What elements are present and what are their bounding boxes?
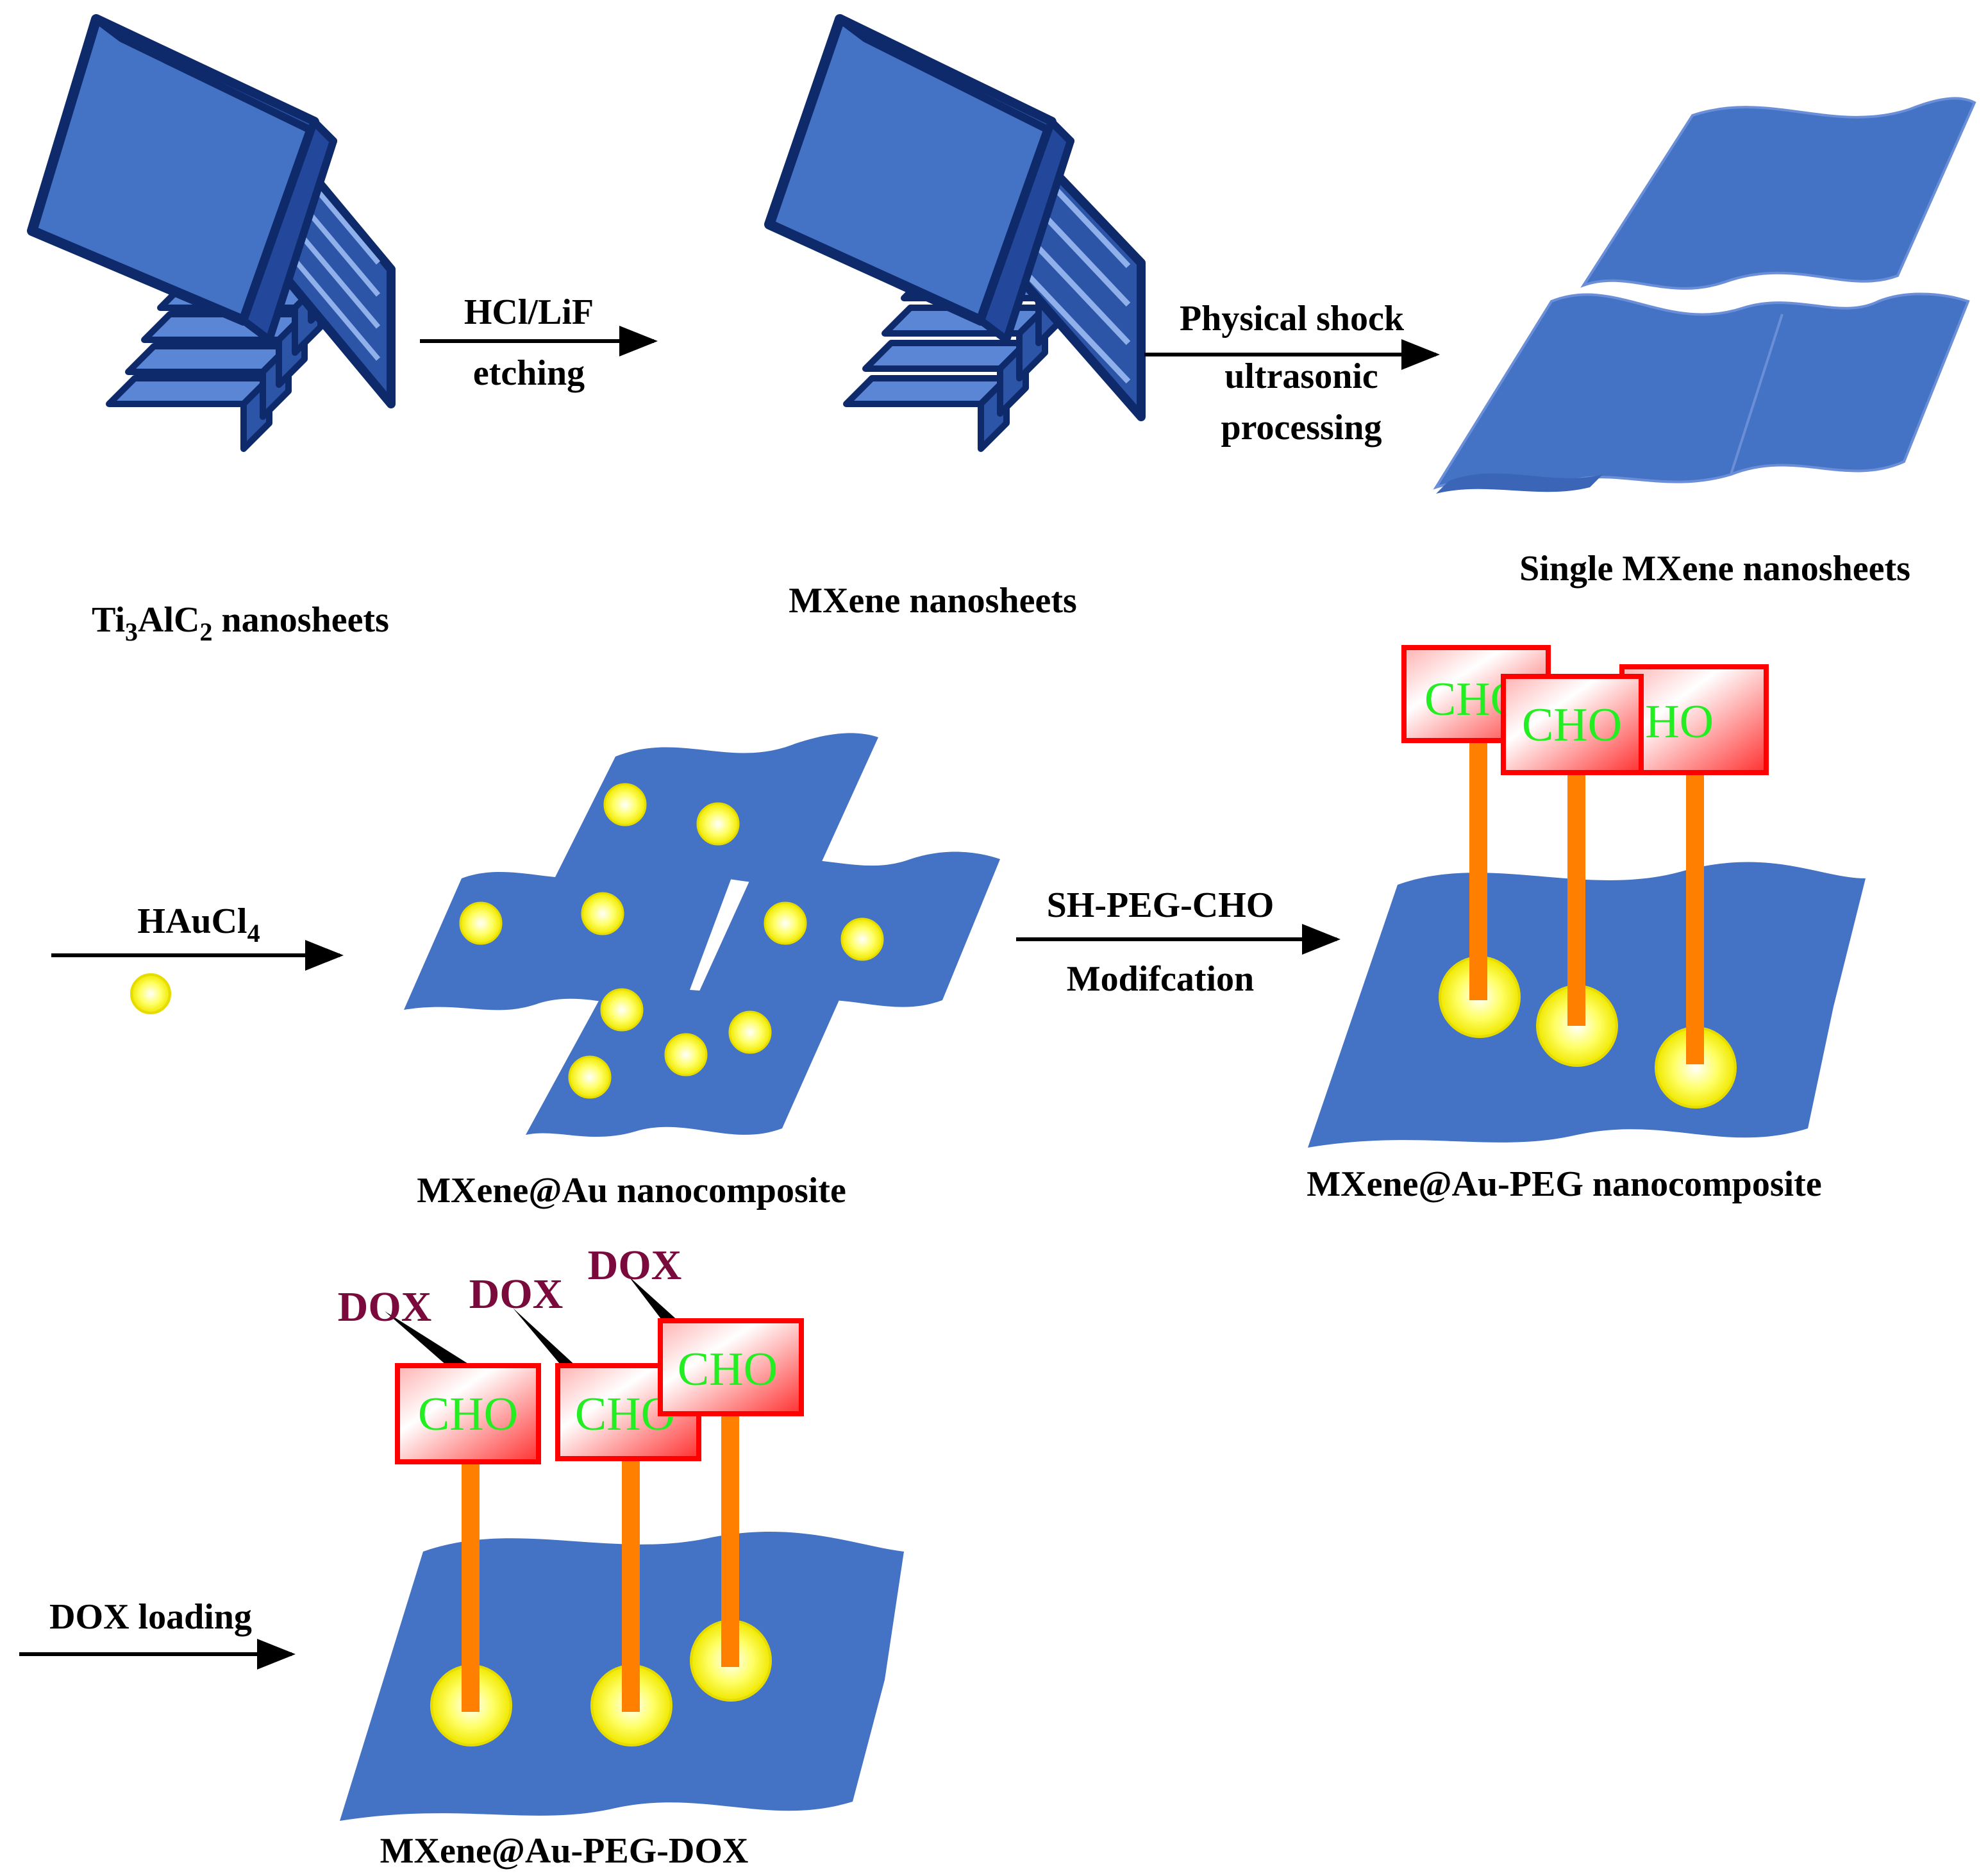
mxene-au-peg-dox-icon bbox=[340, 1404, 904, 1821]
haucl4-label: HAuCl4 bbox=[137, 901, 260, 948]
dox-loading-label: DOX loading bbox=[49, 1597, 252, 1637]
peg-label-2: Modifcation bbox=[1067, 959, 1254, 999]
ultrasonic-label-2: ultrasonic bbox=[1224, 356, 1378, 396]
mxene-label: MXene nanosheets bbox=[789, 581, 1077, 621]
ultrasonic-label-3: processing bbox=[1221, 408, 1382, 448]
dox-label-3: DOX bbox=[588, 1242, 682, 1289]
ti3alc2-stack-icon bbox=[27, 14, 396, 449]
dox-label-2: DOX bbox=[469, 1271, 564, 1318]
mxene-au-peg-label: MXene@Au-PEG nanocomposite bbox=[1307, 1164, 1821, 1204]
cho-group-dox-3: CHO bbox=[658, 1318, 804, 1416]
mxene-au-peg-dox-label: MXene@Au-PEG-DOX bbox=[380, 1831, 749, 1871]
gold-nanoparticle-icon bbox=[130, 973, 171, 1014]
cho-group-3: CHO bbox=[1614, 664, 1769, 775]
cho-group-2: CHO bbox=[1501, 674, 1644, 775]
svg-text:CHO: CHO bbox=[1522, 699, 1622, 751]
svg-text:CHO: CHO bbox=[418, 1388, 518, 1441]
gold-particles bbox=[459, 783, 884, 1099]
ti3alc2-label: Ti3AlC2 nanosheets bbox=[92, 600, 389, 646]
etching-label-2: etching bbox=[473, 353, 585, 393]
mxene-au-peg-composite-icon bbox=[1308, 705, 1866, 1148]
mxene-stack-icon bbox=[764, 14, 1146, 449]
svg-text:CHO: CHO bbox=[678, 1343, 778, 1396]
cho-group-dox-1: CHO bbox=[395, 1363, 541, 1464]
dox-label-1: DOX bbox=[338, 1284, 432, 1330]
single-mxene-label: Single MXene nanosheets bbox=[1519, 549, 1910, 589]
mxene-au-label: MXene@Au nanocomposite bbox=[417, 1171, 846, 1210]
peg-label-1: SH-PEG-CHO bbox=[1047, 885, 1274, 925]
etching-label-1: HCl/LiF bbox=[464, 292, 594, 332]
single-mxene-sheets-icon bbox=[1433, 97, 1976, 494]
ultrasonic-label-1: Physical shock bbox=[1180, 299, 1405, 339]
